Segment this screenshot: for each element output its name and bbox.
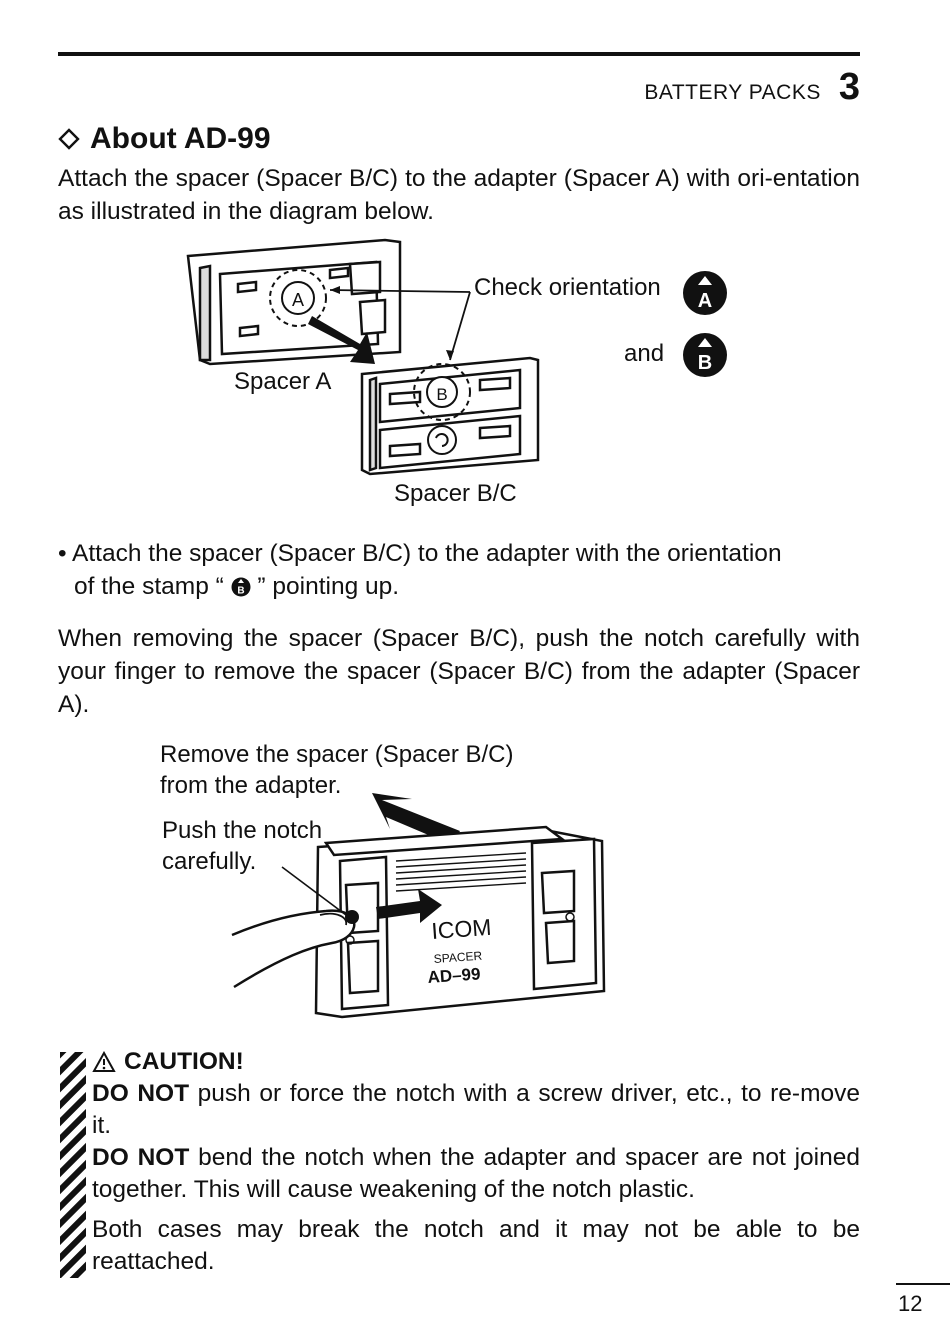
remove-label-line-2: from the adapter.: [160, 772, 342, 799]
bullet-line-2: of the stamp “ B ” pointing up.: [58, 570, 399, 603]
svg-text:A: A: [292, 290, 304, 310]
section-heading: About AD-99: [58, 122, 271, 156]
caution-heading-text: CAUTION!: [124, 1048, 244, 1075]
do-not-1: DO NOT: [92, 1080, 190, 1107]
do-not-2: DO NOT: [92, 1144, 190, 1171]
bullet-item: • Attach the spacer (Spacer B/C) to the …: [58, 537, 860, 603]
spacer-illustration: A B: [186, 238, 540, 476]
remove-label-line-1: Remove the spacer (Spacer B/C): [160, 741, 514, 768]
caution-text-1: push or force the notch with a screw dri…: [92, 1080, 860, 1139]
remove-paragraph: When removing the spacer (Spacer B/C), p…: [58, 625, 860, 718]
removal-diagram: ICOM SPACER AD–99 Remove the spacer (Spa…: [150, 735, 630, 1035]
top-rule: [58, 52, 860, 56]
chapter-number: 3: [838, 66, 860, 108]
push-label-line-2: carefully.: [162, 848, 257, 875]
diamond-icon: [58, 128, 80, 150]
svg-text:B: B: [436, 385, 447, 404]
warning-icon: [92, 1051, 116, 1072]
removal-illustration: ICOM SPACER AD–99: [231, 793, 606, 1019]
caution-text-2: bend the notch when the adapter and spac…: [92, 1144, 860, 1203]
page-number-rule: [896, 1283, 950, 1285]
model-name: AD–99: [427, 964, 481, 987]
stamp-b-icon: B: [683, 333, 727, 377]
push-notch-label: Push the notch carefully.: [162, 815, 322, 877]
page-number: 12: [898, 1291, 923, 1316]
remove-label: Remove the spacer (Spacer B/C) from the …: [160, 739, 513, 801]
caution-paragraph-1: DO NOT push or force the notch with a sc…: [92, 1078, 860, 1142]
brand-logo: ICOM: [431, 914, 493, 944]
section-title: BATTERY PACKS: [644, 81, 821, 104]
page-header: BATTERY PACKS 3: [644, 66, 860, 109]
stamp-a-icon: A: [683, 271, 727, 315]
svg-text:B: B: [237, 586, 244, 597]
caution-hatch-bar: [60, 1052, 86, 1278]
spacer-a-label: Spacer A: [234, 368, 332, 395]
orientation-diagram: A B Check orientation A and: [180, 232, 760, 522]
caution-paragraph-3: Both cases may break the notch and it ma…: [92, 1216, 860, 1275]
push-label-line-1: Push the notch: [162, 817, 323, 844]
caution-heading: CAUTION!: [92, 1046, 860, 1078]
svg-text:B: B: [698, 352, 712, 374]
caution-paragraph-2: DO NOT bend the notch when the adapter a…: [92, 1142, 860, 1206]
stamp-b-small-icon: B: [231, 577, 251, 597]
bullet-line-2-pre: of the stamp “: [74, 573, 224, 600]
caution-block: CAUTION! DO NOT push or force the notch …: [92, 1046, 860, 1278]
spacer-bc-label: Spacer B/C: [394, 480, 517, 507]
model-label: SPACER: [433, 949, 483, 966]
bullet-line-2-post: ” pointing up.: [257, 573, 400, 600]
heading-text: About AD-99: [90, 122, 271, 155]
bullet-line-1: • Attach the spacer (Spacer B/C) to the …: [58, 540, 782, 567]
svg-text:A: A: [698, 290, 712, 312]
and-label: and: [624, 340, 665, 367]
intro-paragraph: Attach the spacer (Spacer B/C) to the ad…: [58, 165, 860, 225]
check-orientation-label: Check orientation: [474, 274, 661, 301]
